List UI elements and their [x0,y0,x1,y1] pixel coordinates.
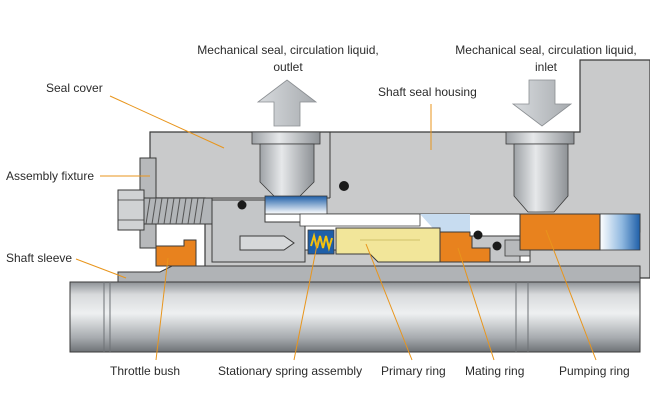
label-outlet-line1: Mechanical seal, circulation liquid, [197,43,378,57]
label-inlet-line2: inlet [535,60,558,74]
leader-lines [75,95,597,361]
primary-ring [335,227,441,263]
liquid-channel-outlet [264,195,328,215]
label-outlet-line2: outlet [273,60,303,74]
label-throttle-bush: Throttle bush [110,364,180,378]
spring-icon [307,229,335,255]
label-shaft-seal-housing: Shaft seal housing [378,85,477,99]
anti-rotation-pin [239,235,295,251]
label-primary-ring: Primary ring [381,364,446,378]
throttle-bush [155,239,197,267]
arrow-down-icon [511,79,573,127]
shaft-sleeve [117,265,641,283]
label-stationary-spring-assembly: Stationary spring assembly [218,364,362,378]
label-seal-cover: Seal cover [46,81,103,95]
outlet-port [251,131,321,197]
inlet-port [505,131,575,213]
label-shaft-sleeve: Shaft sleeve [6,251,72,265]
o-rings [237,181,562,279]
fixture-bolt [143,197,213,225]
label-pumping-ring: Pumping ring [559,364,630,378]
label-assembly-fixture: Assembly fixture [6,169,94,183]
label-inlet-line1: Mechanical seal, circulation liquid, [455,43,636,57]
arrow-up-icon [256,79,318,127]
liquid-channel-right [599,213,641,251]
label-mating-ring: Mating ring [465,364,524,378]
pumping-ring [519,213,601,251]
shaft [69,281,641,353]
